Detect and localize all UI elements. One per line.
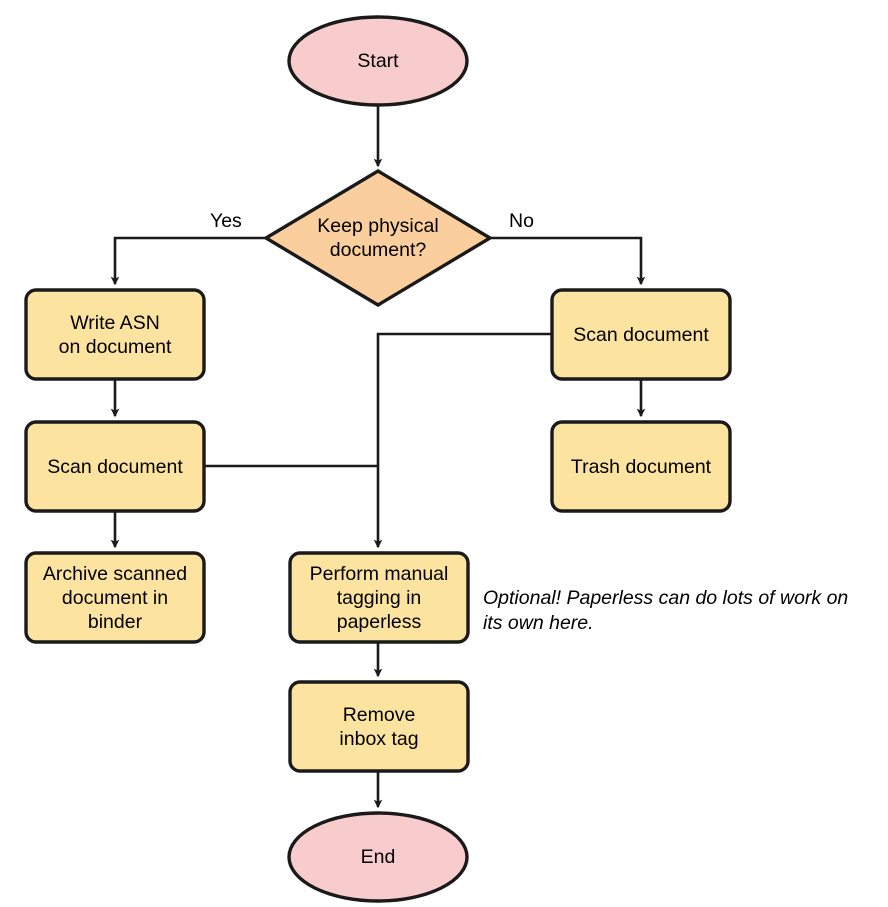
node-remove-inbox-tag-shape[interactable]	[288, 680, 470, 773]
node-trash-document-shape[interactable]	[550, 420, 732, 513]
edge-scan-right-to-manual-tagging	[373, 332, 552, 549]
node-archive-in-binder-shape[interactable]	[24, 551, 206, 644]
node-write-asn-shape[interactable]	[24, 288, 206, 381]
node-keep-physical-decision-shape[interactable]	[262, 169, 494, 307]
node-end-shape[interactable]	[287, 811, 469, 903]
node-scan-document-left-shape[interactable]	[24, 420, 206, 513]
edge-decision-to-write-asn	[110, 236, 266, 286]
node-scan-document-right-shape[interactable]	[550, 288, 732, 381]
node-manual-tagging-shape[interactable]	[288, 551, 470, 644]
node-start-shape[interactable]	[287, 15, 469, 107]
edge-decision-to-scan-right	[490, 236, 646, 286]
